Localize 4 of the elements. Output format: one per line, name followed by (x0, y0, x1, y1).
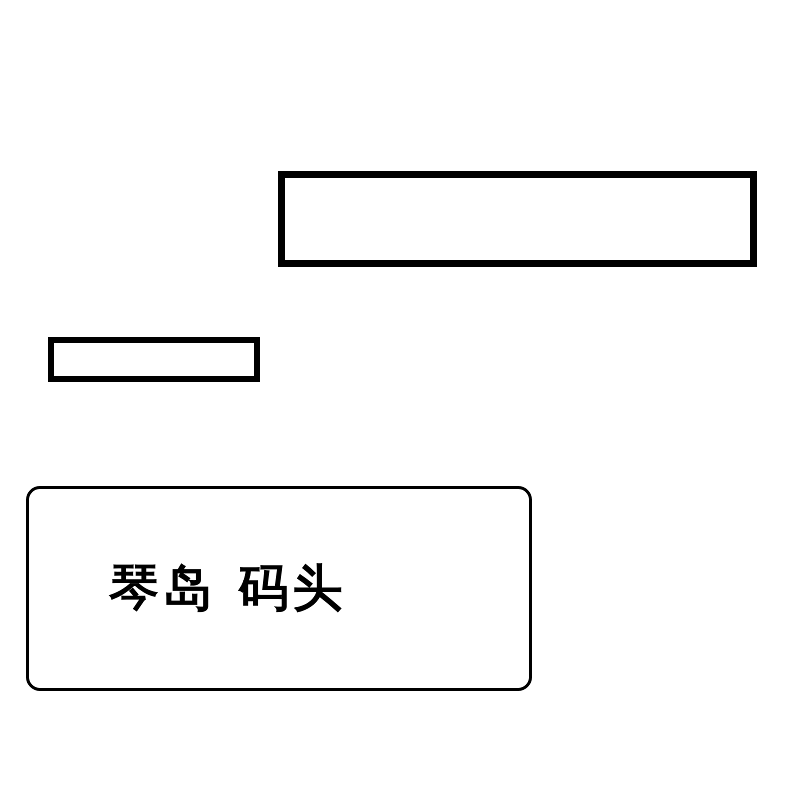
place-name: 琴岛 码头 (109, 558, 346, 619)
empty-box (278, 171, 757, 267)
empty-box (48, 337, 260, 382)
rounded-box (26, 486, 532, 691)
